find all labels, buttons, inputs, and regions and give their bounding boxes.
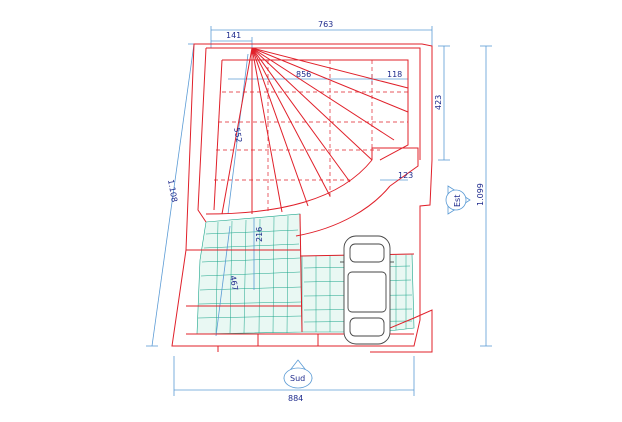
dim-bottom-total: 884 [288, 394, 303, 403]
inner-wall-top [206, 47, 421, 160]
dim-top-left: 141 [226, 31, 241, 40]
dimension-labels: 763 141 856 118 423 1.099 1.108 552 123 … [166, 20, 485, 403]
dim-top-total: 763 [318, 20, 333, 29]
walls [171, 43, 433, 353]
dim-right-height: 423 [434, 95, 443, 110]
step-platform [365, 309, 433, 353]
stair-curve-inner [295, 185, 391, 237]
dim-patio-height: 216 [255, 227, 264, 242]
dim-inner-right: 118 [387, 70, 402, 79]
east-label: Est [453, 195, 462, 207]
south-marker [283, 359, 313, 389]
dim-right-total: 1.099 [476, 183, 485, 206]
inner-room [222, 59, 409, 161]
dimension-lines [146, 26, 492, 396]
car-symbol [340, 235, 394, 345]
south-label: Sud [290, 374, 305, 383]
dim-lower-left: 467 [228, 275, 240, 292]
east-marker [445, 185, 471, 215]
left-inner-wall [197, 47, 207, 223]
stair-curve-outer [205, 159, 373, 215]
dim-inner-width: 856 [296, 70, 311, 79]
dim-stair-height: 552 [232, 127, 244, 144]
dim-step-gap: 123 [398, 171, 413, 180]
outer-boundary [171, 43, 433, 347]
stair-radials [214, 47, 409, 215]
dim-left-total: 1.108 [166, 179, 179, 203]
